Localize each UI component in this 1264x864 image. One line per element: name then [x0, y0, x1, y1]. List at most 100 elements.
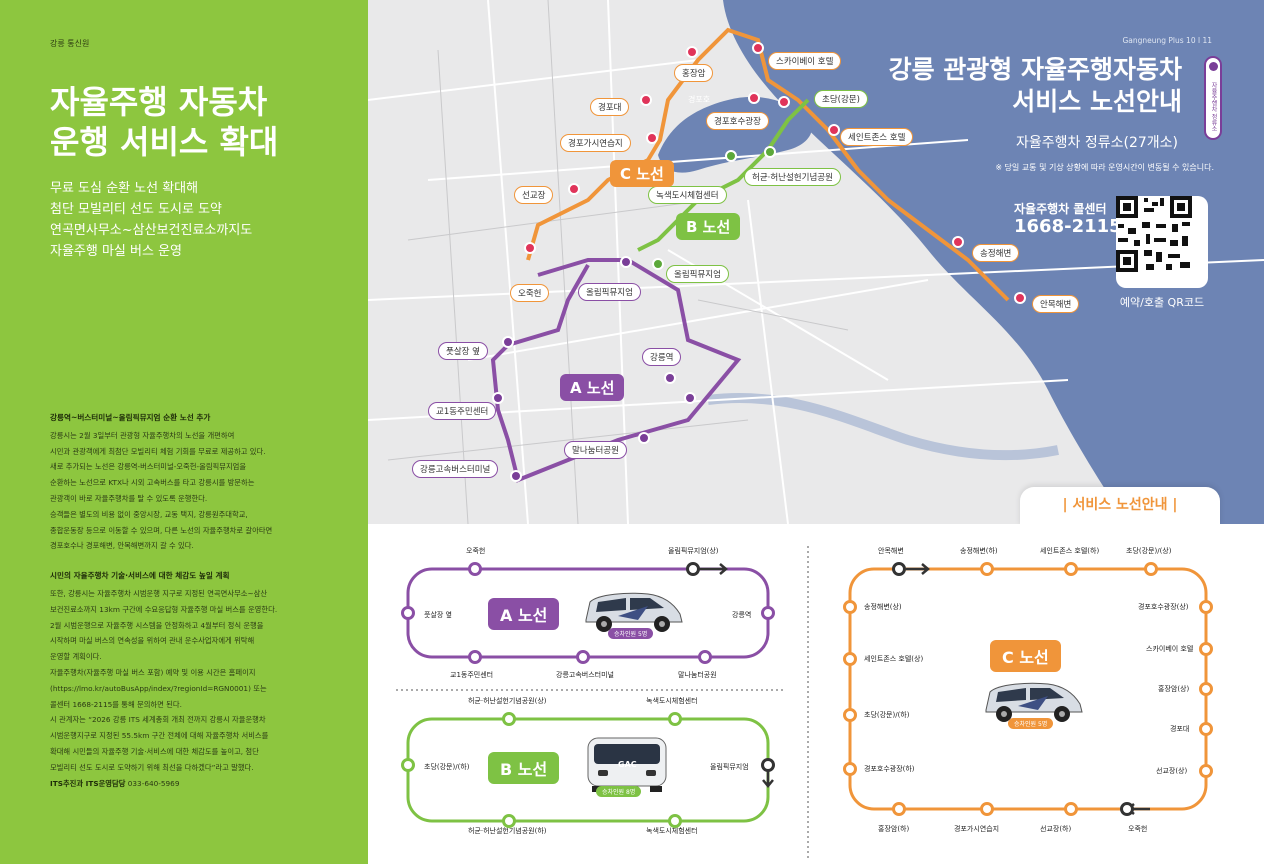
diagram-a-capacity: 승차인원 5명	[608, 628, 654, 639]
diagram-c-stop: 송정해변(하)	[960, 547, 998, 555]
map-stop-label: 초당(강문)	[814, 90, 868, 108]
route-a-tag: A 노선	[560, 374, 625, 401]
lake-label: 경포호	[688, 95, 711, 104]
article1-heading: 강릉역~버스터미널~올림픽뮤지엄 순환 노선 추가	[50, 413, 211, 422]
map-title-line-1: 강릉 관광형 자율주행자동차	[888, 55, 1182, 84]
diagram-b-node	[668, 814, 682, 828]
map-stop-label: 세인트존스 호텔	[840, 128, 914, 146]
diagram-c-node	[1199, 600, 1213, 614]
diagram-a-stop: 강릉고속버스터미널	[556, 671, 614, 679]
diagram-a-node	[576, 650, 590, 664]
diagram-b-node	[502, 712, 516, 726]
stop-pin	[686, 46, 698, 58]
article-line: 순환하는 노선으로 KTX나 시외 고속버스를 타고 강릉시를 방문하는	[50, 478, 255, 488]
diagram-b-node	[668, 712, 682, 726]
qr-code[interactable]	[1116, 196, 1208, 288]
intro-line: 무료 도심 순환 노선 확대해	[50, 181, 199, 196]
article-line: 콜센터 1668-2115를 통해 문의하면 된다.	[50, 699, 182, 709]
article-line: 시범운행지구로 지정된 55.5km 구간 전체에 대해 자율주행차 서비스를	[50, 731, 269, 741]
stop-pin	[1014, 292, 1026, 304]
map-stop-label: 경포호수광장	[706, 112, 769, 130]
diagram-a-node	[468, 650, 482, 664]
route-b-tag: B 노선	[676, 213, 741, 240]
map-stop-label: 올림픽뮤지엄	[578, 283, 641, 301]
intro-line: 자율주행 마실 버스 운영	[50, 244, 182, 259]
diagram-b-capacity: 승차인원 8명	[596, 786, 642, 797]
diagram-c-stop: 오죽헌	[1128, 825, 1148, 833]
diagram-c-node	[1199, 722, 1213, 736]
stop-pin	[638, 432, 650, 444]
qr-code-icon	[1116, 196, 1192, 272]
article-line: 2월 시범운행으로 자율주행 시스템을 안정화하고 4월부터 정식 운행을	[50, 620, 264, 630]
call-center-number[interactable]: 1668-2115	[1014, 216, 1122, 237]
diagram-b-stop: 올림픽뮤지엄	[710, 763, 749, 771]
article-line: 강릉시는 2월 3일부터 관광형 자율주행차의 노선을 개편하여	[50, 430, 235, 440]
map-title-line-2: 서비스 노선안내	[1012, 87, 1182, 116]
article-line: 운영할 계획이다.	[50, 652, 102, 662]
diagram-c-node	[843, 708, 857, 722]
intro-text: 무료 도심 순환 노선 확대해 첨단 모빌리티 선도 도시로 도약 연곡면사무소…	[50, 178, 350, 262]
diagram-c-stop: 경포대	[1170, 725, 1190, 733]
diagram-b-node	[761, 758, 775, 772]
diagram-c-stop: 초당(강문)/(하)	[864, 711, 910, 719]
route-diagrams: 오죽헌 올림픽뮤지엄(상) 풋살장 옆 강릉역 교1동주민센터 강릉고속버스터미…	[368, 524, 1264, 864]
stop-pin	[684, 392, 696, 404]
diagram-c-node	[843, 600, 857, 614]
diagram-c-stop: 홍장암(하)	[878, 825, 910, 833]
map-stop-label: 홍장암	[674, 64, 714, 82]
map-stop-label: 강릉역	[642, 348, 682, 366]
diagram-a-stop: 오죽헌	[466, 547, 486, 555]
map-stop-label: 선교장	[514, 186, 554, 204]
map-stop-label: 경포대	[590, 98, 630, 116]
map-stop-label: 강릉고속버스터미널	[412, 460, 499, 478]
stop-pin	[748, 92, 760, 104]
credit-name: ITS추진과 ITS운영담당	[50, 778, 126, 788]
diagram-c-node	[1120, 802, 1134, 816]
article-line: 모빌리티 선도 도시로 도약하기 위해 최선을 다하겠다”라고 말했다.	[50, 762, 254, 772]
article-line: 시작하며 마실 버스의 연속성을 위하여 관내 운수사업자에게 위탁해	[50, 636, 255, 646]
diagram-c-stop: 세인트존스 호텔(하)	[1040, 547, 1100, 555]
map-stop-label: 허균·허난설헌기념공원	[744, 168, 841, 186]
autonomous-car-icon	[585, 592, 683, 632]
diagram-c-stop: 경포가시연습지	[954, 825, 1000, 833]
article-line: 보건진료소까지 13km 구간에 수요응답형 자율주행 마실 버스를 운영한다.	[50, 604, 278, 614]
article-line: 확대해 시민들의 자율주행 기술·서비스에 대한 체감도를 높이고, 첨단	[50, 746, 259, 756]
diagram-a-node	[698, 650, 712, 664]
stop-pin	[764, 146, 776, 158]
map-stop-label: 올림픽뮤지엄	[666, 265, 729, 283]
credit-phone: 033-640-5969	[127, 778, 180, 788]
diagram-b-badge: B 노선	[488, 752, 560, 784]
map-stop-label: 송정해변	[972, 244, 1020, 262]
diagram-a-node	[401, 606, 415, 620]
route-map: 경포호 홍장암 스카이베이 호텔 경포대 초당(강문) 경포호수광장 세인트존스…	[368, 0, 1264, 524]
stop-pin	[725, 150, 737, 162]
diagram-a-node	[686, 562, 700, 576]
stop-pin	[646, 132, 658, 144]
diagram-a-node	[761, 606, 775, 620]
diagram-a-badge: A 노선	[488, 598, 560, 630]
map-stop-label: 풋살장 옆	[438, 342, 488, 360]
magazine-page: Gangneung Plus 10 l 11	[1122, 36, 1212, 45]
stop-pin	[620, 256, 632, 268]
article-line: (https://lmo.kr/autoBusApp/index/?region…	[50, 683, 267, 693]
stop-legend-tag: 자율주행차 정류소	[1204, 56, 1222, 140]
diagram-a-stop: 올림픽뮤지엄(상)	[668, 547, 719, 555]
diagram-c-stop: 경포호수광장(하)	[864, 765, 915, 773]
stop-pin	[664, 372, 676, 384]
diagram-c-badge: C 노선	[990, 640, 1061, 672]
pin-icon	[1209, 62, 1218, 71]
diagram-c-node	[892, 802, 906, 816]
article-line: 종합운동장 등으로 이동할 수 있으며, 다른 노선의 자율주행차로 갈아타면	[50, 525, 273, 535]
diagram-a-node	[468, 562, 482, 576]
diagram-a-stop: 풋살장 옆	[424, 611, 452, 619]
diagram-c-node	[892, 562, 906, 576]
page-title: 자율주행 자동차 운행 서비스 확대	[50, 82, 350, 162]
call-center-label: 자율주행차 콜센터	[1014, 202, 1107, 216]
diagram-c-stop: 경포호수광장(상)	[1138, 603, 1189, 611]
diagram-c-node	[1144, 562, 1158, 576]
stop-pin	[502, 336, 514, 348]
diagram-b-node	[502, 814, 516, 828]
title-line-2: 운행 서비스 확대	[50, 123, 279, 161]
